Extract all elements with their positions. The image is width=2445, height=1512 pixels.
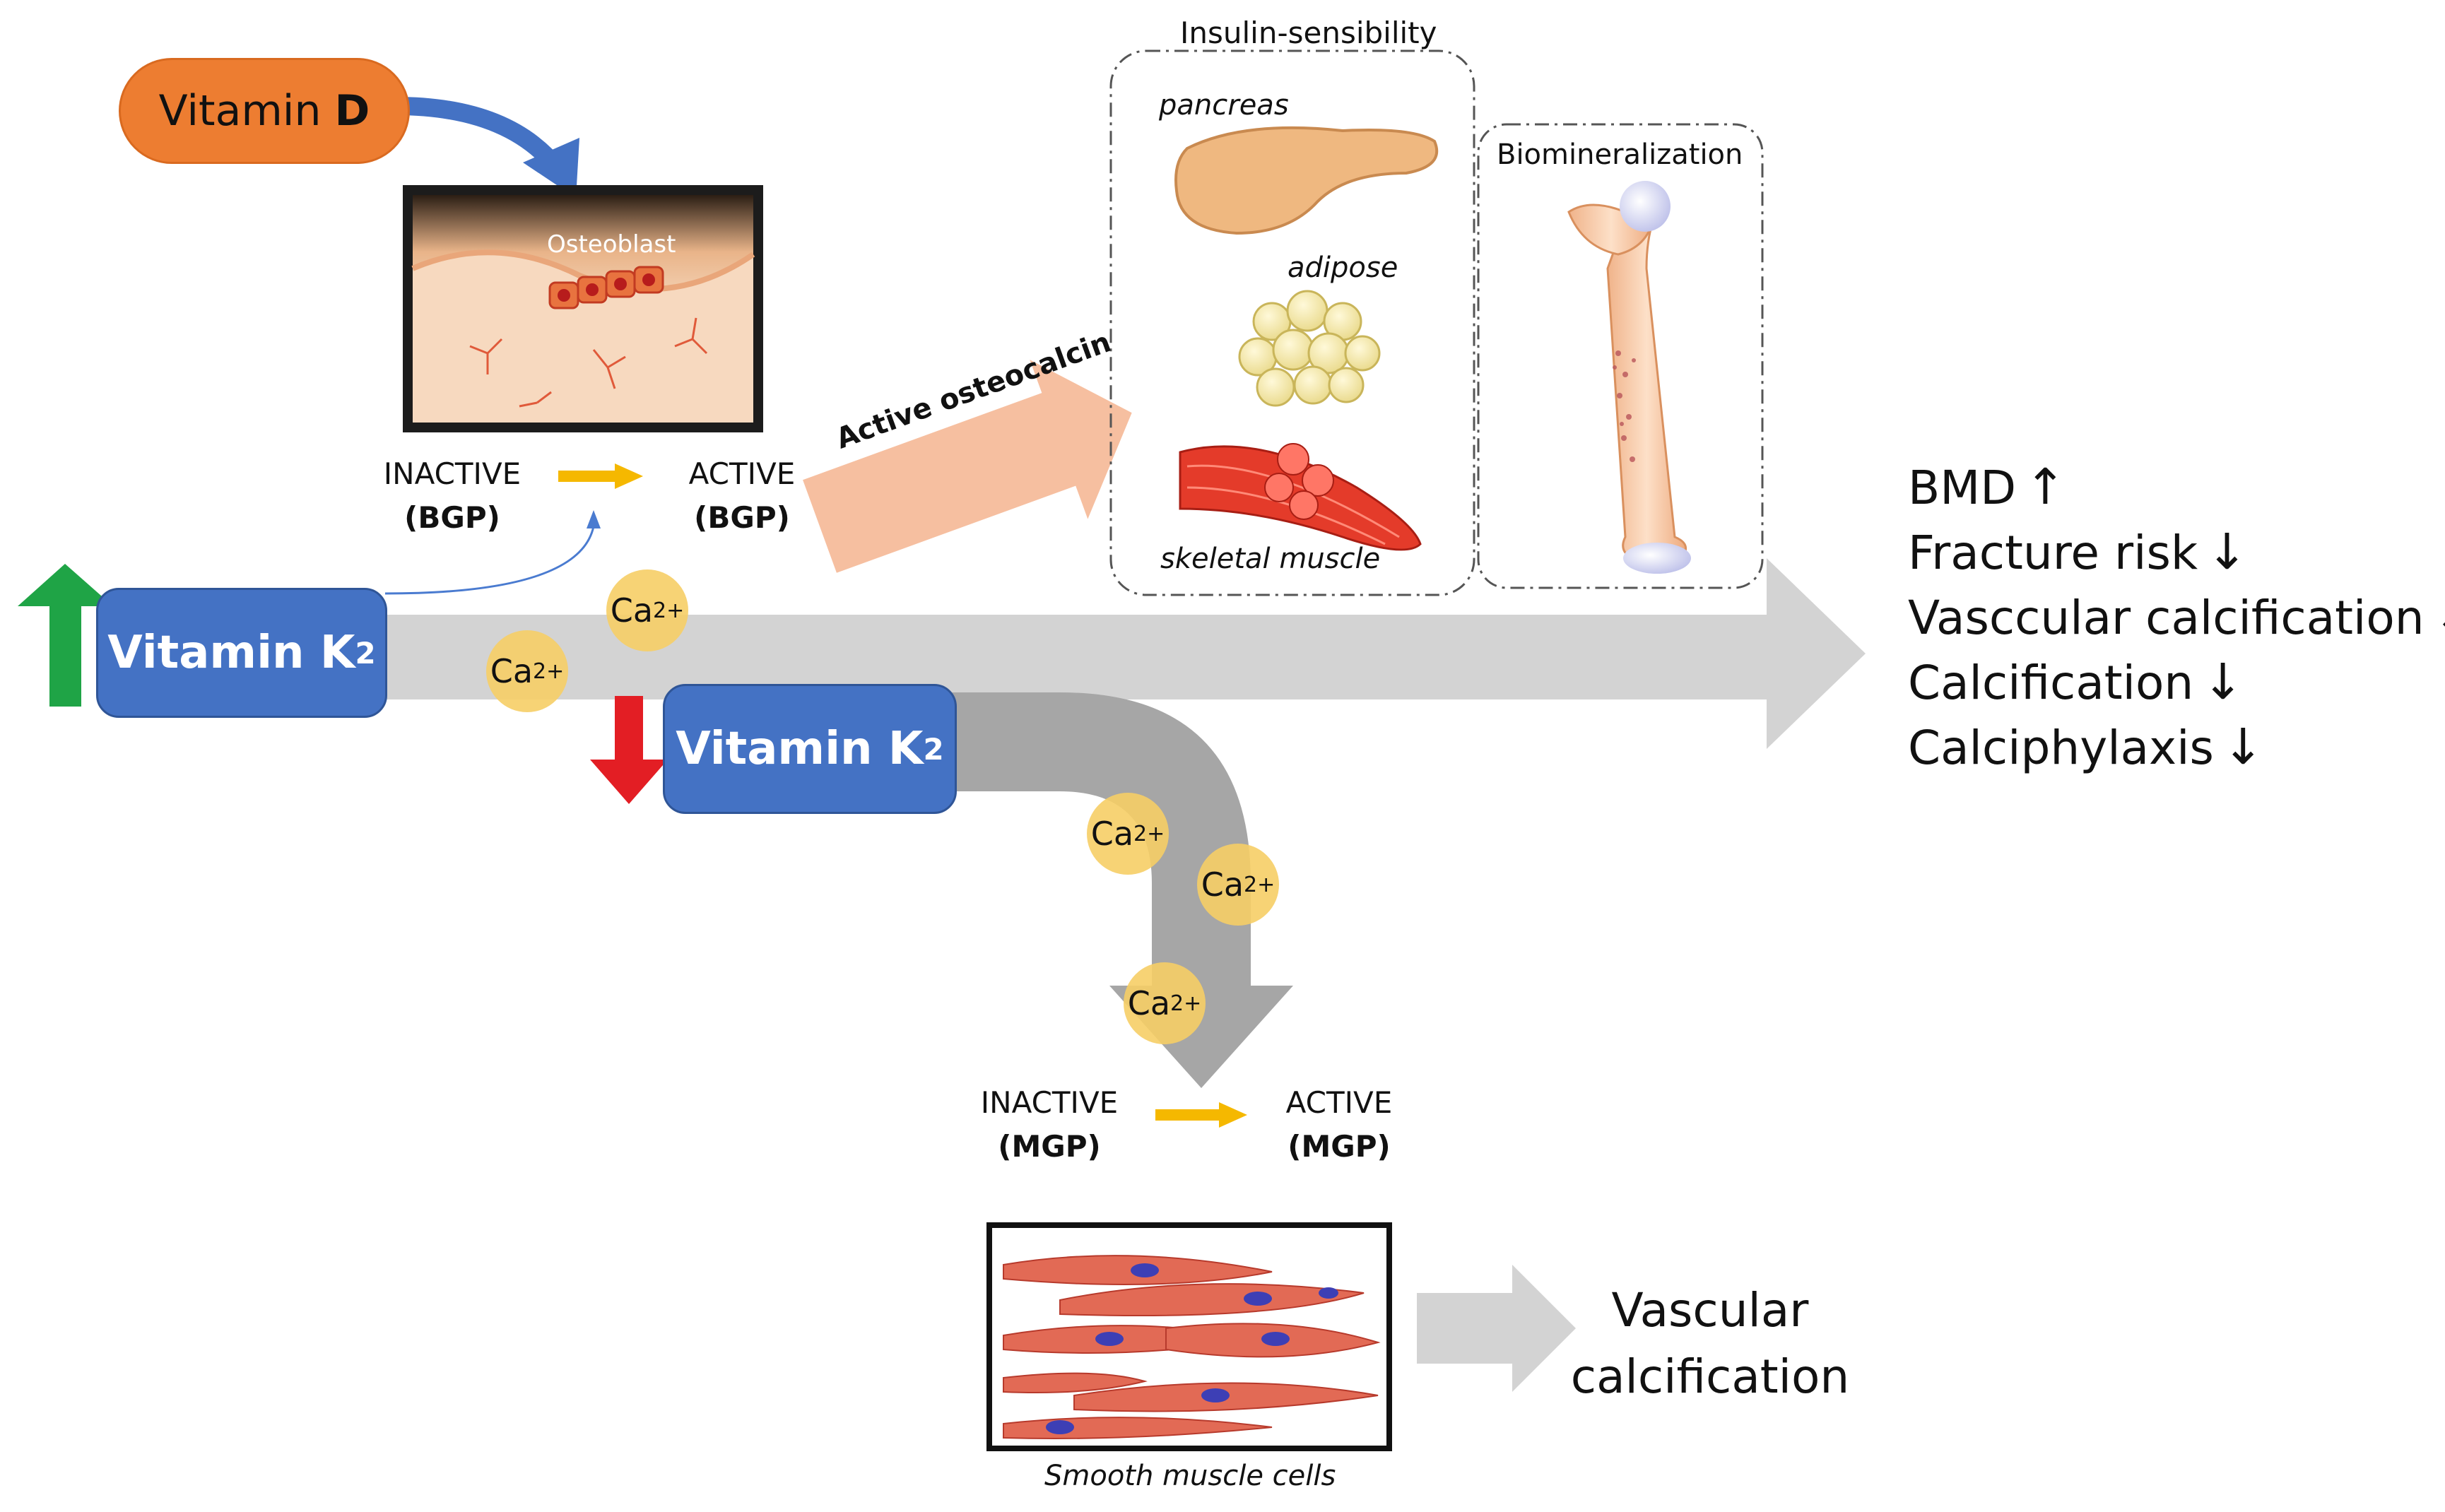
- bgp-activation-arrow: [558, 471, 615, 482]
- arrow-down-icon: ↓: [2206, 523, 2248, 581]
- vitamin-d-pill: Vitamin D: [119, 58, 410, 164]
- outcome-fracture-risk: Fracture risk↓: [1908, 523, 2248, 581]
- mgp-inactive-text: INACTIVE: [980, 1085, 1119, 1120]
- calcium-label: Ca: [1127, 984, 1171, 1022]
- vitamin-d-arrow-head: [523, 138, 579, 198]
- bgp-active-text: ACTIVE: [688, 456, 796, 491]
- bgp-active-protein: (BGP): [694, 500, 790, 535]
- outcome-text: Vasccular calcification: [1908, 591, 2425, 645]
- decrease-arrow: [590, 696, 668, 804]
- arrow-down-icon: ↓: [2202, 653, 2244, 711]
- main-flow-arrow: [382, 558, 1866, 749]
- mgp-activation-arrow: [1155, 1109, 1219, 1121]
- vascular-calcification-label: Vascular calcification: [1555, 1277, 1866, 1410]
- mgp-activation-arrow-head: [1219, 1102, 1247, 1128]
- calcium-label: Ca: [490, 652, 534, 690]
- skeletal-muscle-illustration: [1179, 443, 1422, 551]
- calcium-label: Ca: [610, 591, 654, 630]
- calcium-charge: 2+: [1244, 872, 1275, 897]
- bgp-active-label: ACTIVE (BGP): [671, 452, 813, 540]
- mgp-active-text: ACTIVE: [1285, 1085, 1393, 1120]
- osteoblast-label: Osteoblast: [547, 230, 676, 259]
- calcium-charge: 2+: [1170, 991, 1202, 1016]
- outcome-text: Fracture risk: [1908, 526, 2198, 580]
- mgp-active-label: ACTIVE (MGP): [1265, 1081, 1413, 1169]
- vitamin-k2-subscript: 2: [355, 635, 376, 671]
- increase-arrow: [18, 564, 113, 707]
- skeletal-muscle-label: skeletal muscle: [1160, 543, 1381, 575]
- pancreas-label: pancreas: [1159, 89, 1289, 122]
- vitamin-k2-label: Vitamin K: [676, 723, 924, 775]
- calcium-label: Ca: [1201, 866, 1244, 904]
- vitamin-d-bold: D: [334, 86, 370, 136]
- outcome-bmd: BMD↑: [1908, 458, 2066, 516]
- adipose-label: adipose: [1288, 252, 1398, 284]
- k2-to-bgp-connector-head: [587, 510, 601, 528]
- vascular-line-2: calcification: [1570, 1349, 1850, 1404]
- bgp-activation-arrow-head: [615, 463, 643, 489]
- branch-flow-arrow: [947, 692, 1293, 1088]
- arrow-up-icon: ↑: [2025, 458, 2066, 516]
- vascular-line-1: Vascular: [1611, 1283, 1809, 1337]
- outcome-text: BMD: [1908, 461, 2017, 515]
- insulin-sensibility-box: [1109, 49, 1475, 596]
- k2-to-bgp-connector: [384, 526, 595, 595]
- outcome-calcification: Calcification↓: [1908, 653, 2244, 711]
- bone-illustration: [1567, 181, 1691, 574]
- osteoblast-image: [403, 185, 763, 432]
- vitamin-k2-label: Vitamin K: [107, 627, 355, 679]
- adipose-illustration: [1238, 290, 1381, 407]
- active-osteocalcin-arrow: [803, 360, 1132, 573]
- biomineralization-box: [1477, 123, 1764, 589]
- vascular-arrow: [1417, 1265, 1576, 1392]
- outcome-text: Calciphylaxis: [1908, 721, 2214, 775]
- mgp-active-protein: (MGP): [1288, 1129, 1391, 1164]
- pancreas-illustration: [1174, 126, 1439, 235]
- calcium-charge: 2+: [653, 598, 685, 623]
- arrow-down-icon: ↓: [2222, 718, 2264, 776]
- bgp-inactive-protein: (BGP): [404, 500, 500, 535]
- calcium-charge: 2+: [533, 658, 565, 684]
- outcome-calciphylaxis: Calciphylaxis↓: [1908, 718, 2264, 776]
- outcome-text: Calcification: [1908, 656, 2194, 710]
- outcome-vascular-calcification: Vasccular calcification↓: [1908, 588, 2445, 646]
- vitamin-d-label: Vitamin: [158, 86, 335, 136]
- mgp-inactive-protein: (MGP): [998, 1129, 1101, 1164]
- biomineralization-title: Biomineralization: [1497, 138, 1743, 171]
- calcium-charge: 2+: [1133, 821, 1165, 846]
- insulin-sensibility-title: Insulin-sensibility: [1180, 16, 1437, 50]
- bgp-inactive-label: INACTIVE (BGP): [382, 452, 523, 540]
- vitamin-k2-subscript: 2: [923, 731, 944, 767]
- arrow-down-icon: ↓: [2433, 588, 2445, 646]
- calcium-label: Ca: [1090, 815, 1134, 853]
- smooth-muscle-image: [986, 1222, 1392, 1451]
- smooth-muscle-caption: Smooth muscle cells: [1044, 1460, 1336, 1492]
- mgp-inactive-label: INACTIVE (MGP): [975, 1081, 1124, 1169]
- bgp-inactive-text: INACTIVE: [383, 456, 522, 491]
